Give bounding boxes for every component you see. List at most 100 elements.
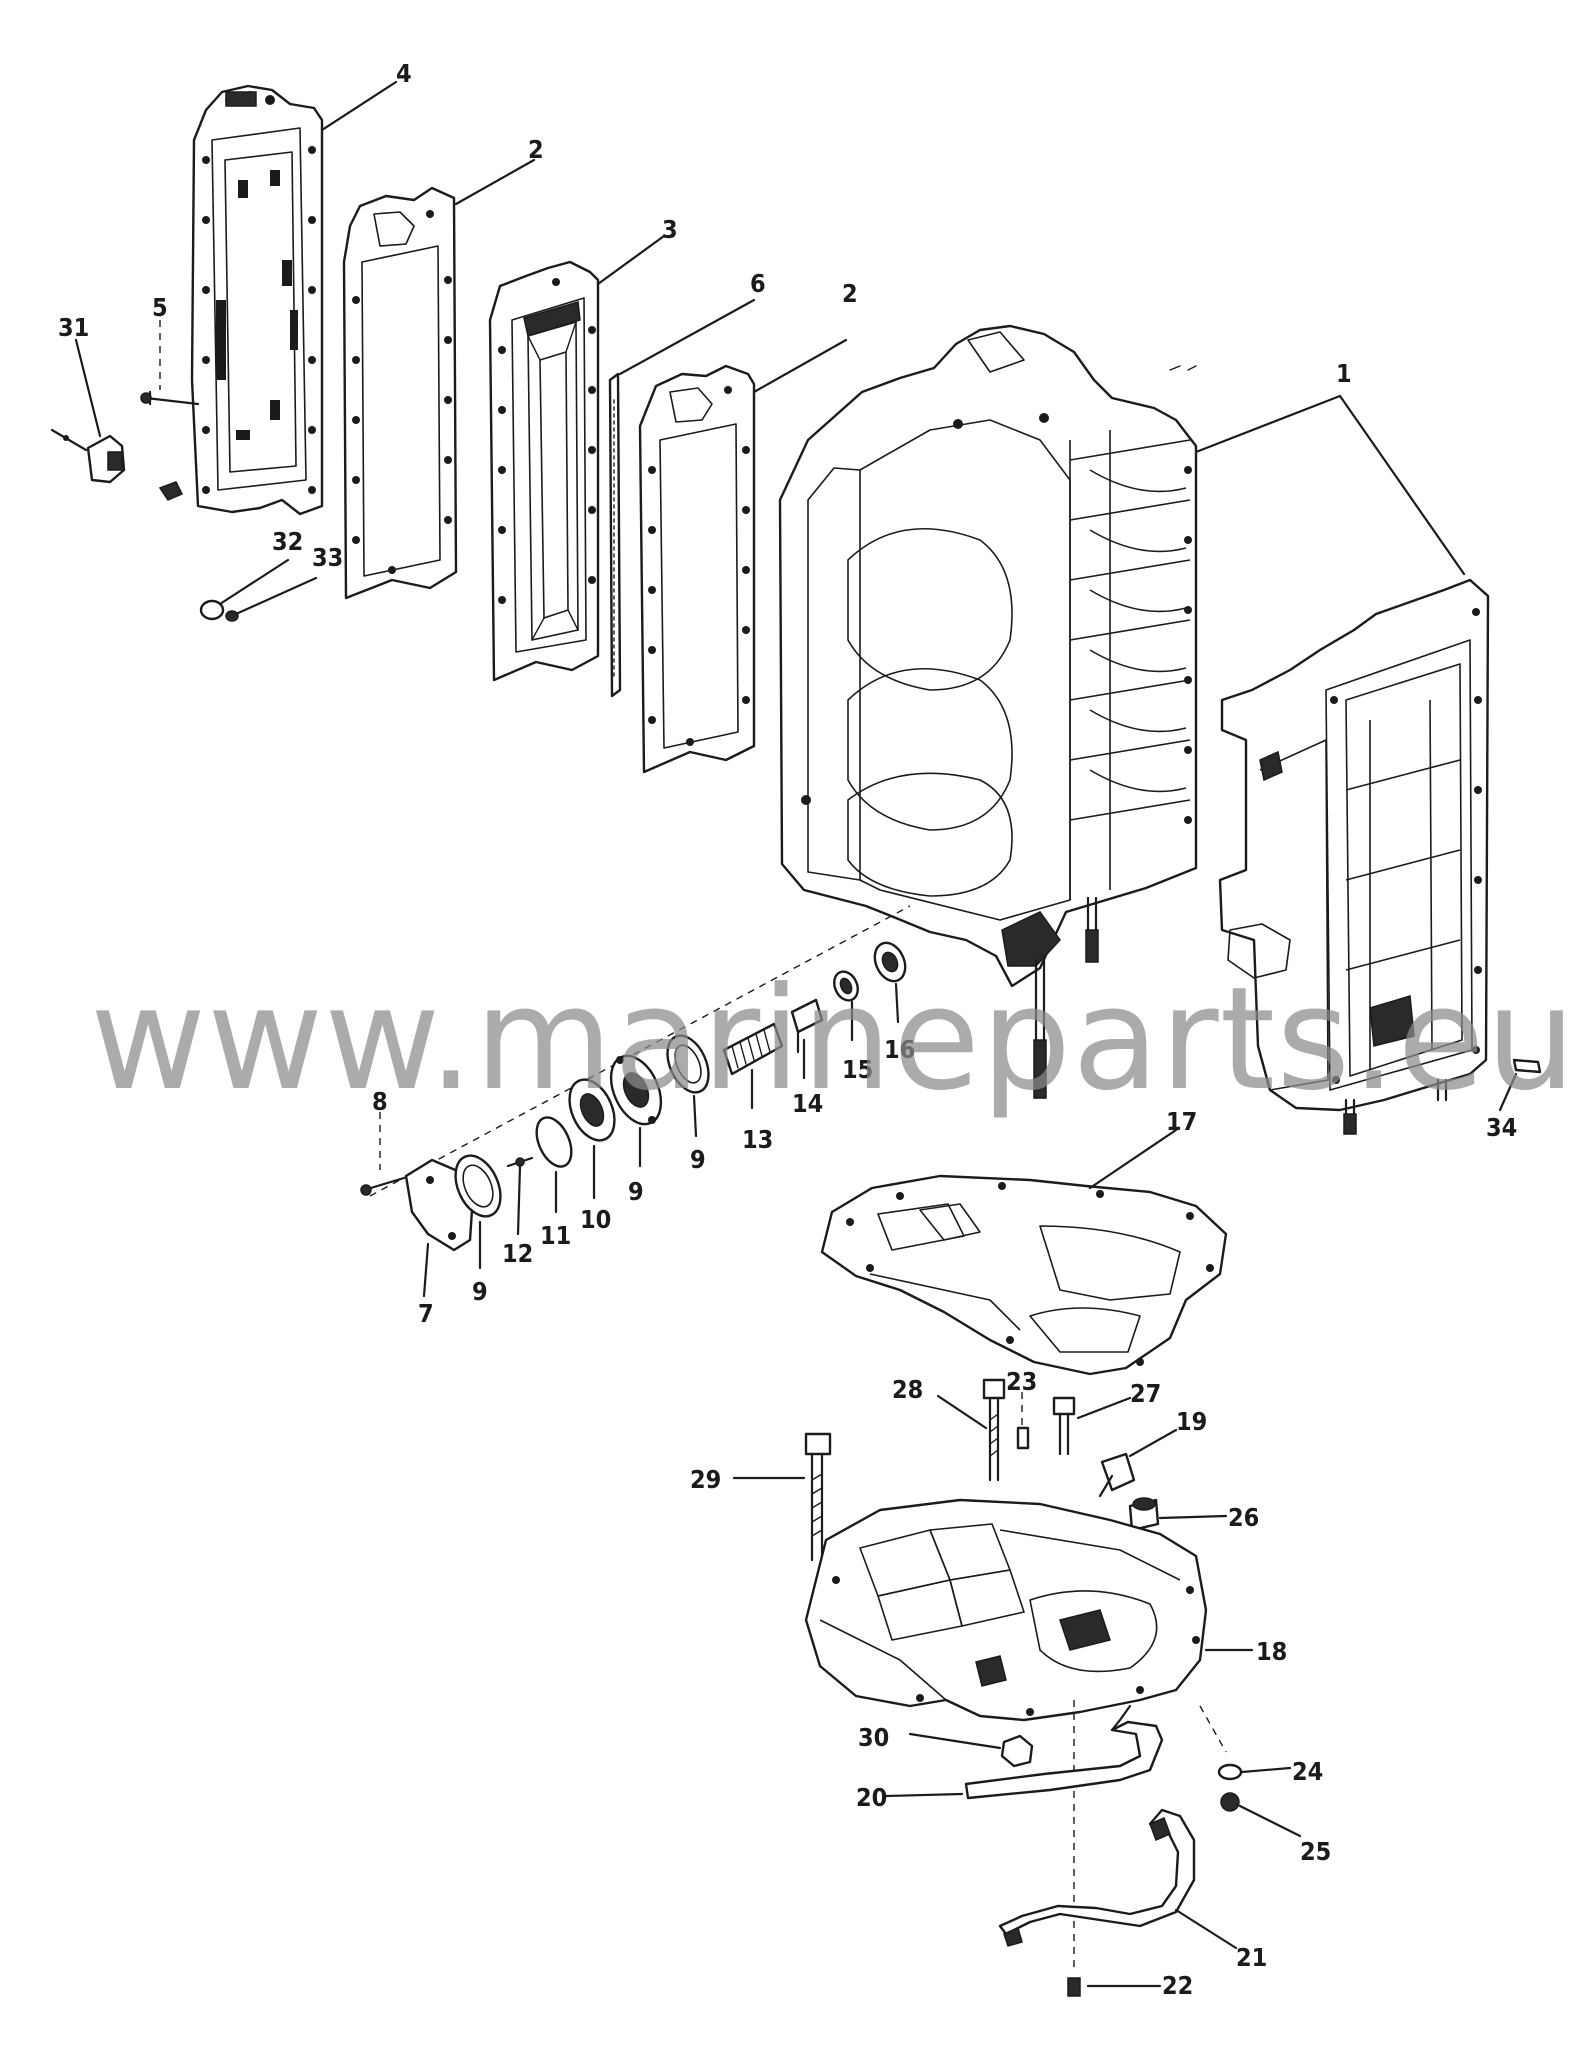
leader-31 <box>908 1732 1002 1750</box>
part-25-washer[interactable] <box>1217 1763 1243 1781</box>
part-16-grommet[interactable] <box>830 968 862 1004</box>
part-1-crankcase-cover[interactable] <box>1218 578 1490 1135</box>
part-33-nut-end <box>158 481 184 501</box>
part-5-bolt[interactable] <box>140 320 200 406</box>
part-27-plug[interactable] <box>1128 1497 1160 1532</box>
leader-25 <box>1240 1766 1292 1774</box>
leader-32 <box>74 338 102 438</box>
callout-6: 6 <box>750 269 766 298</box>
leader-26 <box>1238 1804 1302 1838</box>
part-28-bolt[interactable] <box>1052 1396 1076 1456</box>
leader-2b <box>752 338 848 394</box>
callout-9a: 9 <box>472 1277 488 1306</box>
stray-marks <box>1169 365 1197 371</box>
part-29-bolt[interactable] <box>982 1378 1006 1482</box>
leader-18 <box>1088 1128 1178 1190</box>
part-2-gasket-lower[interactable] <box>638 364 756 774</box>
leader-3 <box>596 234 666 286</box>
leader-17 <box>894 982 900 1024</box>
leader-13 <box>516 1164 522 1236</box>
callout-2a: 2 <box>528 135 544 164</box>
callout-34: 33 <box>312 543 343 572</box>
callout-18: 17 <box>1166 1107 1197 1136</box>
callout-5: 5 <box>152 293 168 322</box>
part-21-bracket[interactable] <box>964 1704 1164 1800</box>
callout-7: 7 <box>418 1299 434 1328</box>
leader-1 <box>1194 394 1466 576</box>
leader-29 <box>936 1394 988 1430</box>
callout-14: 13 <box>742 1125 773 1154</box>
part-9-gasket-right[interactable] <box>659 1029 716 1098</box>
leader-21 <box>884 1792 964 1798</box>
callout-19: 18 <box>1256 1637 1287 1666</box>
part-3-reed-plate[interactable] <box>488 260 600 682</box>
part-31-nut[interactable] <box>1000 1734 1034 1768</box>
leader-9b <box>692 1094 698 1138</box>
leader-22 <box>1174 1908 1238 1950</box>
callout-13: 12 <box>502 1239 533 1268</box>
callout-9b: 9 <box>690 1145 706 1174</box>
part-32-fitting[interactable] <box>50 428 126 484</box>
watermark-text: www.marineparts.eu <box>90 957 1577 1122</box>
part-1-cylinder-block[interactable] <box>778 324 1198 1100</box>
callout-27: 26 <box>1228 1503 1259 1532</box>
callout-31: 30 <box>858 1723 889 1752</box>
part-9-gasket-left[interactable] <box>447 1149 510 1224</box>
callout-17: 16 <box>884 1035 915 1064</box>
callout-15: 14 <box>792 1089 823 1118</box>
leader-7 <box>422 1242 430 1298</box>
callout-25: 24 <box>1292 1757 1323 1786</box>
part-22-clamp[interactable] <box>998 1808 1196 1947</box>
callout-23: 22 <box>1162 1971 1193 2000</box>
callout-2b: 2 <box>842 279 858 308</box>
part-10-housing[interactable] <box>601 1048 670 1132</box>
part-2-gasket-upper[interactable] <box>342 186 458 600</box>
part-26-nut[interactable] <box>1220 1792 1240 1812</box>
callout-32: 31 <box>58 313 89 342</box>
part-12-diaphragm[interactable] <box>530 1112 579 1172</box>
callout-11: 10 <box>580 1205 611 1234</box>
part-4-exhaust-cover[interactable] <box>190 84 324 516</box>
leader-2a <box>454 158 536 206</box>
callout-30: 29 <box>690 1465 721 1494</box>
axis-to-25 <box>1199 1705 1227 1753</box>
part-6-seal-strip[interactable] <box>608 372 622 698</box>
part-23-screw[interactable] <box>1067 1977 1081 1997</box>
leader-28 <box>1076 1396 1132 1420</box>
callout-20: 19 <box>1176 1407 1207 1436</box>
leader-6 <box>618 298 756 376</box>
part-20-fitting[interactable] <box>1098 1452 1136 1498</box>
callout-3: 3 <box>662 215 678 244</box>
callout-29: 28 <box>892 1375 923 1404</box>
part-35-pin[interactable] <box>1512 1058 1542 1074</box>
part-30-long-bolt[interactable] <box>804 1432 832 1562</box>
callout-10: 9 <box>628 1177 644 1206</box>
part-19-adapter-housing[interactable] <box>804 1498 1208 1722</box>
leader-35 <box>1498 1072 1518 1112</box>
leader-20 <box>1128 1428 1178 1458</box>
callout-21: 20 <box>856 1783 887 1812</box>
callout-33: 32 <box>272 527 303 556</box>
part-11-plate[interactable] <box>561 1073 624 1148</box>
part-18-gasket-plate[interactable] <box>820 1174 1228 1376</box>
part-17-seal[interactable] <box>869 938 911 986</box>
part-8-screw[interactable] <box>360 1112 406 1196</box>
callout-24: 23 <box>1006 1367 1037 1396</box>
assembly-axis-line <box>369 905 911 1197</box>
part-14-spring[interactable] <box>722 1022 784 1076</box>
callout-28: 27 <box>1130 1379 1161 1408</box>
callout-8: 8 <box>372 1087 388 1116</box>
callout-1: 1 <box>1336 359 1352 388</box>
part-33-34-washer-nut[interactable] <box>199 558 318 622</box>
callout-26: 25 <box>1300 1837 1331 1866</box>
part-15-thermostat[interactable] <box>790 998 824 1054</box>
leader-4 <box>320 80 398 132</box>
part-24-dowel[interactable] <box>1016 1392 1030 1450</box>
callout-4: 4 <box>396 59 412 88</box>
part-13-pin[interactable] <box>506 1156 534 1168</box>
callout-12: 11 <box>540 1221 571 1250</box>
leader-27 <box>1158 1514 1228 1520</box>
callout-35: 34 <box>1486 1113 1517 1142</box>
